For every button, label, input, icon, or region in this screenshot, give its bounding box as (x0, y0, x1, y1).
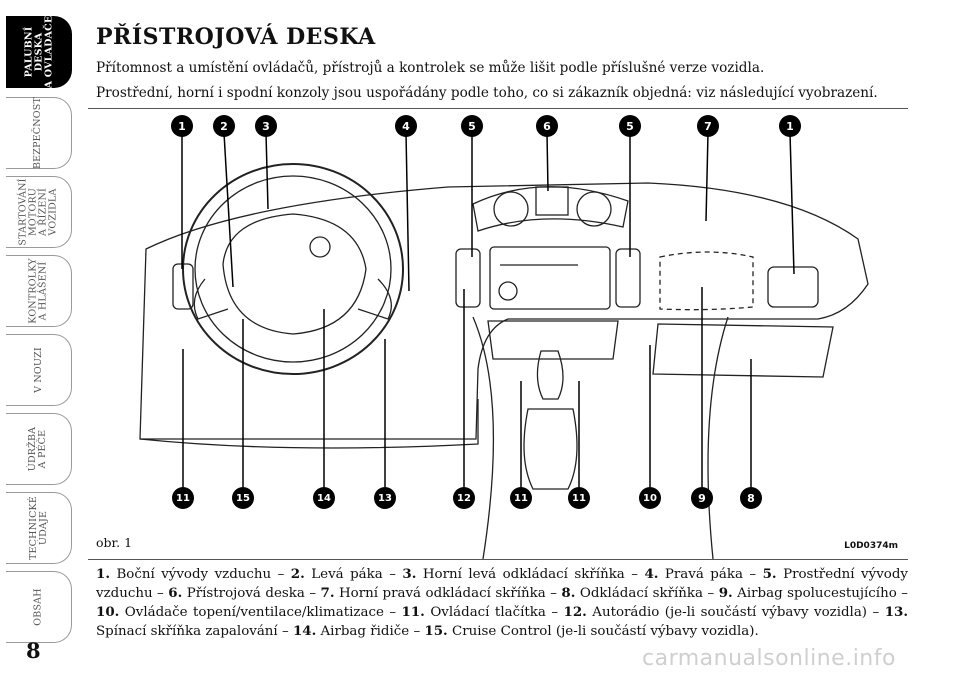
legend-number: 9. (718, 585, 733, 601)
cluster-display (535, 186, 569, 216)
legend-number: 15. (424, 623, 448, 639)
callout-5: 5 (619, 115, 641, 137)
legend-number: 8. (561, 585, 576, 601)
callout-15: 15 (232, 487, 254, 509)
steering-hub (222, 213, 367, 335)
tab-label: V NOUZI (32, 347, 44, 393)
legend-text: Přístrojová deska (186, 586, 305, 601)
watermark: carmanualsonline.info (642, 646, 896, 671)
callout-5: 5 (461, 115, 483, 137)
tab-obsah[interactable]: OBSAH (6, 571, 72, 643)
callout-1: 1 (171, 115, 193, 137)
callout-8: 8 (740, 487, 762, 509)
legend-number: 3. (402, 566, 417, 582)
center-vent-left (455, 248, 481, 308)
tab-label: BEZPEČNOST (32, 96, 44, 170)
legend-number: 14. (292, 623, 317, 639)
intro-paragraph: Přítomnost a umístění ovládačů, přístroj… (96, 60, 765, 76)
legend-number: 7. (320, 585, 335, 601)
legend-text: Ovládací tlačítka (430, 605, 546, 620)
legend-number: 5. (762, 566, 777, 582)
page-title: PŘÍSTROJOVÁ DESKA (96, 24, 376, 50)
callout-4: 4 (395, 115, 417, 137)
callout-1: 1 (779, 115, 801, 137)
steering-spoke-left (193, 278, 229, 320)
tab-label: KONTROLKY A HLÁŠENÍ (27, 258, 49, 324)
tab-startovani[interactable]: STARTOVÁNÍ MOTORU A ŘÍZENÍ VOZIDLA (6, 176, 72, 248)
dashboard-outline (139, 182, 869, 440)
dashboard-figure: 1 2 3 4 5 6 5 7 1 11 15 14 13 12 11 11 1… (88, 108, 908, 560)
callout-9: 9 (691, 487, 713, 509)
callout-11: 11 (172, 487, 194, 509)
legend-text: Horní levá odkládací skříňka (422, 567, 625, 582)
radio-unit (489, 246, 611, 310)
brand-emblem (309, 236, 331, 258)
legend-text: Cruise Control (je-li součástí výbavy vo… (451, 624, 759, 639)
tab-v-nouzi[interactable]: V NOUZI (6, 334, 72, 406)
tachometer (576, 191, 612, 227)
callout-11: 11 (568, 487, 590, 509)
legend-number: 1. (96, 566, 110, 582)
callout-13: 13 (374, 487, 396, 509)
tab-label: STARTOVÁNÍ MOTORU A ŘÍZENÍ VOZIDLA (17, 178, 59, 246)
side-vent-right (767, 266, 819, 308)
radio-knob (498, 281, 518, 301)
legend-text: Airbag spolucestujícího (737, 586, 897, 601)
tab-bezpecnost[interactable]: BEZPEČNOST (6, 97, 72, 169)
tab-kontrolky[interactable]: KONTROLKY A HLÁŠENÍ (6, 255, 72, 327)
tab-label: PALUBNÍ DESKA A OVLADAČE (23, 15, 54, 89)
legend-text: Spínací skříňka zapalování (96, 624, 278, 639)
legend-number: 11. (401, 604, 425, 620)
legend-text: Airbag řidiče (320, 624, 410, 639)
legend-text: Boční vývody vzduchu (116, 567, 272, 582)
legend-number: 12. (563, 604, 587, 620)
figure-legend: 1. Boční vývody vzduchu – 2. Levá páka –… (96, 566, 908, 639)
legend-text: Prostřední vývody vzduchu (96, 567, 908, 601)
tab-label: ÚDRŽBA A PÉČE (27, 426, 49, 472)
legend-text: Levá páka (311, 567, 383, 582)
gear-lever (536, 350, 564, 400)
legend-text: Autorádio (je-li součástí výbavy vozidla… (592, 605, 868, 620)
passenger-airbag-outline (659, 251, 754, 311)
callouts: 1 2 3 4 5 6 5 7 1 11 15 14 13 12 11 11 1… (88, 109, 908, 559)
callout-3: 3 (255, 115, 277, 137)
legend-number: 4. (644, 566, 659, 582)
legend-number: 2. (290, 566, 305, 582)
tab-label: TECHNICKÉ ÚDAJE (27, 496, 49, 560)
legend-text: Pravá páka (664, 567, 743, 582)
instrument-cluster (472, 186, 629, 232)
callout-12: 12 (453, 487, 475, 509)
callout-10: 10 (639, 487, 661, 509)
tab-udrzba[interactable]: ÚDRŽBA A PÉČE (6, 413, 72, 485)
tab-technicke-udaje[interactable]: TECHNICKÉ ÚDAJE (6, 492, 72, 564)
intro-paragraph: Prostřední, horní i spodní konzoly jsou … (96, 85, 878, 101)
legend-number: 6. (168, 585, 183, 601)
callout-7: 7 (697, 115, 719, 137)
steering-wheel-inner (194, 175, 392, 363)
center-vent-right (615, 248, 641, 308)
speedometer (493, 191, 529, 227)
callout-6: 6 (536, 115, 558, 137)
steering-spoke-right (357, 278, 392, 320)
dashboard-illustration (139, 132, 869, 559)
tab-label: OBSAH (32, 588, 44, 626)
legend-text: Ovládače topení/ventilace/klimatizace (124, 605, 384, 620)
figure-label: obr. 1 (96, 535, 133, 550)
callout-11: 11 (510, 487, 532, 509)
console-panel (487, 320, 619, 360)
legend-text: Odkládací skříňka (579, 586, 704, 601)
center-console (472, 316, 729, 559)
steering-wheel (182, 163, 404, 375)
legend-number: 13. (884, 604, 908, 620)
section-tabs: PALUBNÍ DESKA A OVLADAČE BEZPEČNOST STAR… (0, 0, 74, 677)
legend-number: 10. (96, 604, 120, 620)
glovebox (652, 323, 834, 378)
callout-14: 14 (313, 487, 335, 509)
page-number: 8 (26, 638, 41, 663)
legend-text: Horní pravá odkládací skříňka (338, 586, 546, 601)
callout-2: 2 (213, 115, 235, 137)
gear-boot (523, 408, 578, 490)
tab-palubni-deska[interactable]: PALUBNÍ DESKA A OVLADAČE (6, 16, 72, 88)
figure-code: L0D0374m (844, 541, 898, 551)
